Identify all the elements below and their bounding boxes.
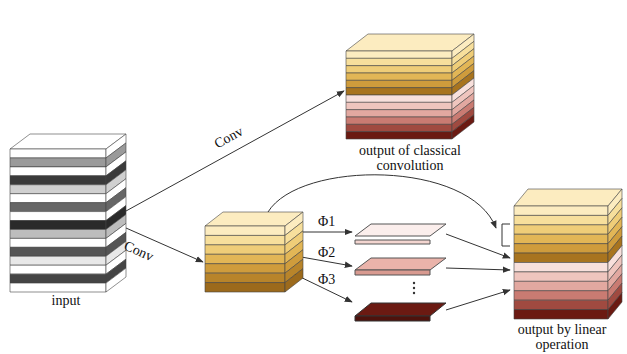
dots: [413, 282, 415, 284]
cube-slice: [10, 221, 106, 230]
cube-slice: [346, 80, 452, 87]
merge-arrow: [446, 234, 510, 258]
cube-top: [346, 34, 474, 51]
merge-arrow: [446, 290, 510, 310]
cube-slice: [346, 124, 452, 131]
cube-slice: [205, 283, 285, 292]
cube-slice: [514, 234, 608, 243]
cube-figure: [500, 186, 624, 322]
ghost-feature: [355, 316, 430, 321]
feature-label: input: [4, 293, 128, 308]
dots: [413, 292, 415, 294]
cube-slice: [514, 253, 608, 262]
cube-slice: [514, 263, 608, 272]
cube-slice: [205, 254, 285, 263]
cube-slice: [10, 176, 106, 185]
conv-arrow: [126, 91, 344, 211]
cube-slice: [346, 66, 452, 73]
cube-slice: [346, 95, 452, 102]
cube-figure: [338, 31, 482, 143]
cube-slice: [10, 149, 106, 158]
cube-slice: [205, 264, 285, 273]
cube-slice: [10, 185, 106, 194]
cube-slice: [10, 238, 106, 247]
cube-slice: [10, 194, 106, 203]
cube-side: [285, 269, 303, 292]
cube-side: [106, 268, 126, 292]
cube-slice: [205, 226, 285, 235]
ghost-feature: [355, 240, 430, 244]
cube-slice: [346, 102, 452, 109]
cube-slice: [514, 206, 608, 215]
cube-slice: [205, 245, 285, 254]
cube-slice: [514, 244, 608, 253]
cube-slice: [205, 273, 285, 282]
feature-label: output of classical convolution: [338, 143, 482, 173]
linear-op-label: Φ1: [318, 214, 335, 229]
cube-slice: [346, 88, 452, 95]
cube-slice: [346, 132, 452, 139]
cube-slice: [10, 283, 106, 292]
cube-slice: [10, 158, 106, 167]
cube-slice: [346, 51, 452, 58]
bracket: [502, 224, 510, 246]
dots: [413, 287, 415, 289]
linear-op-label: Φ3: [318, 272, 335, 287]
merge-arrow: [446, 268, 510, 270]
cube-slice: [514, 281, 608, 290]
cube-slice: [10, 247, 106, 256]
cube-slice: [10, 203, 106, 212]
cube-slice: [10, 265, 106, 274]
cube-slice: [346, 110, 452, 117]
cube-slice: [346, 58, 452, 65]
cube-slice: [10, 274, 106, 283]
cube-figure: [4, 131, 128, 293]
cube-slice: [514, 215, 608, 224]
ghost-feature: [355, 303, 446, 316]
ghost-feature: [355, 224, 446, 236]
cube-slice: [514, 225, 608, 234]
cube-side: [452, 115, 474, 139]
cube-slice: [514, 272, 608, 281]
feature-label: output by linear operation: [500, 322, 624, 352]
cube-slice: [514, 291, 608, 300]
linear-op-label: Φ2: [318, 245, 335, 260]
cube-side: [608, 293, 622, 319]
cube-slice: [10, 256, 106, 265]
cube-slice: [346, 117, 452, 124]
cube-slice: [346, 73, 452, 80]
ghost-feature: [355, 270, 430, 275]
feature-map: output of classical convolution: [338, 31, 482, 173]
cube-slice: [205, 235, 285, 244]
operation-label: Conv: [122, 238, 156, 264]
feature-map: output by linear operation: [500, 186, 624, 352]
cube-slice: [10, 229, 106, 238]
cube-slice: [10, 167, 106, 176]
cube-slice: [10, 212, 106, 221]
feature-map: input: [4, 131, 128, 308]
edge-label: Conv: [212, 123, 246, 151]
ghost-feature: [355, 258, 446, 270]
cube-slice: [514, 300, 608, 309]
cube-top: [514, 189, 622, 206]
cube-slice: [514, 310, 608, 319]
intrinsic-feature: [205, 212, 303, 292]
